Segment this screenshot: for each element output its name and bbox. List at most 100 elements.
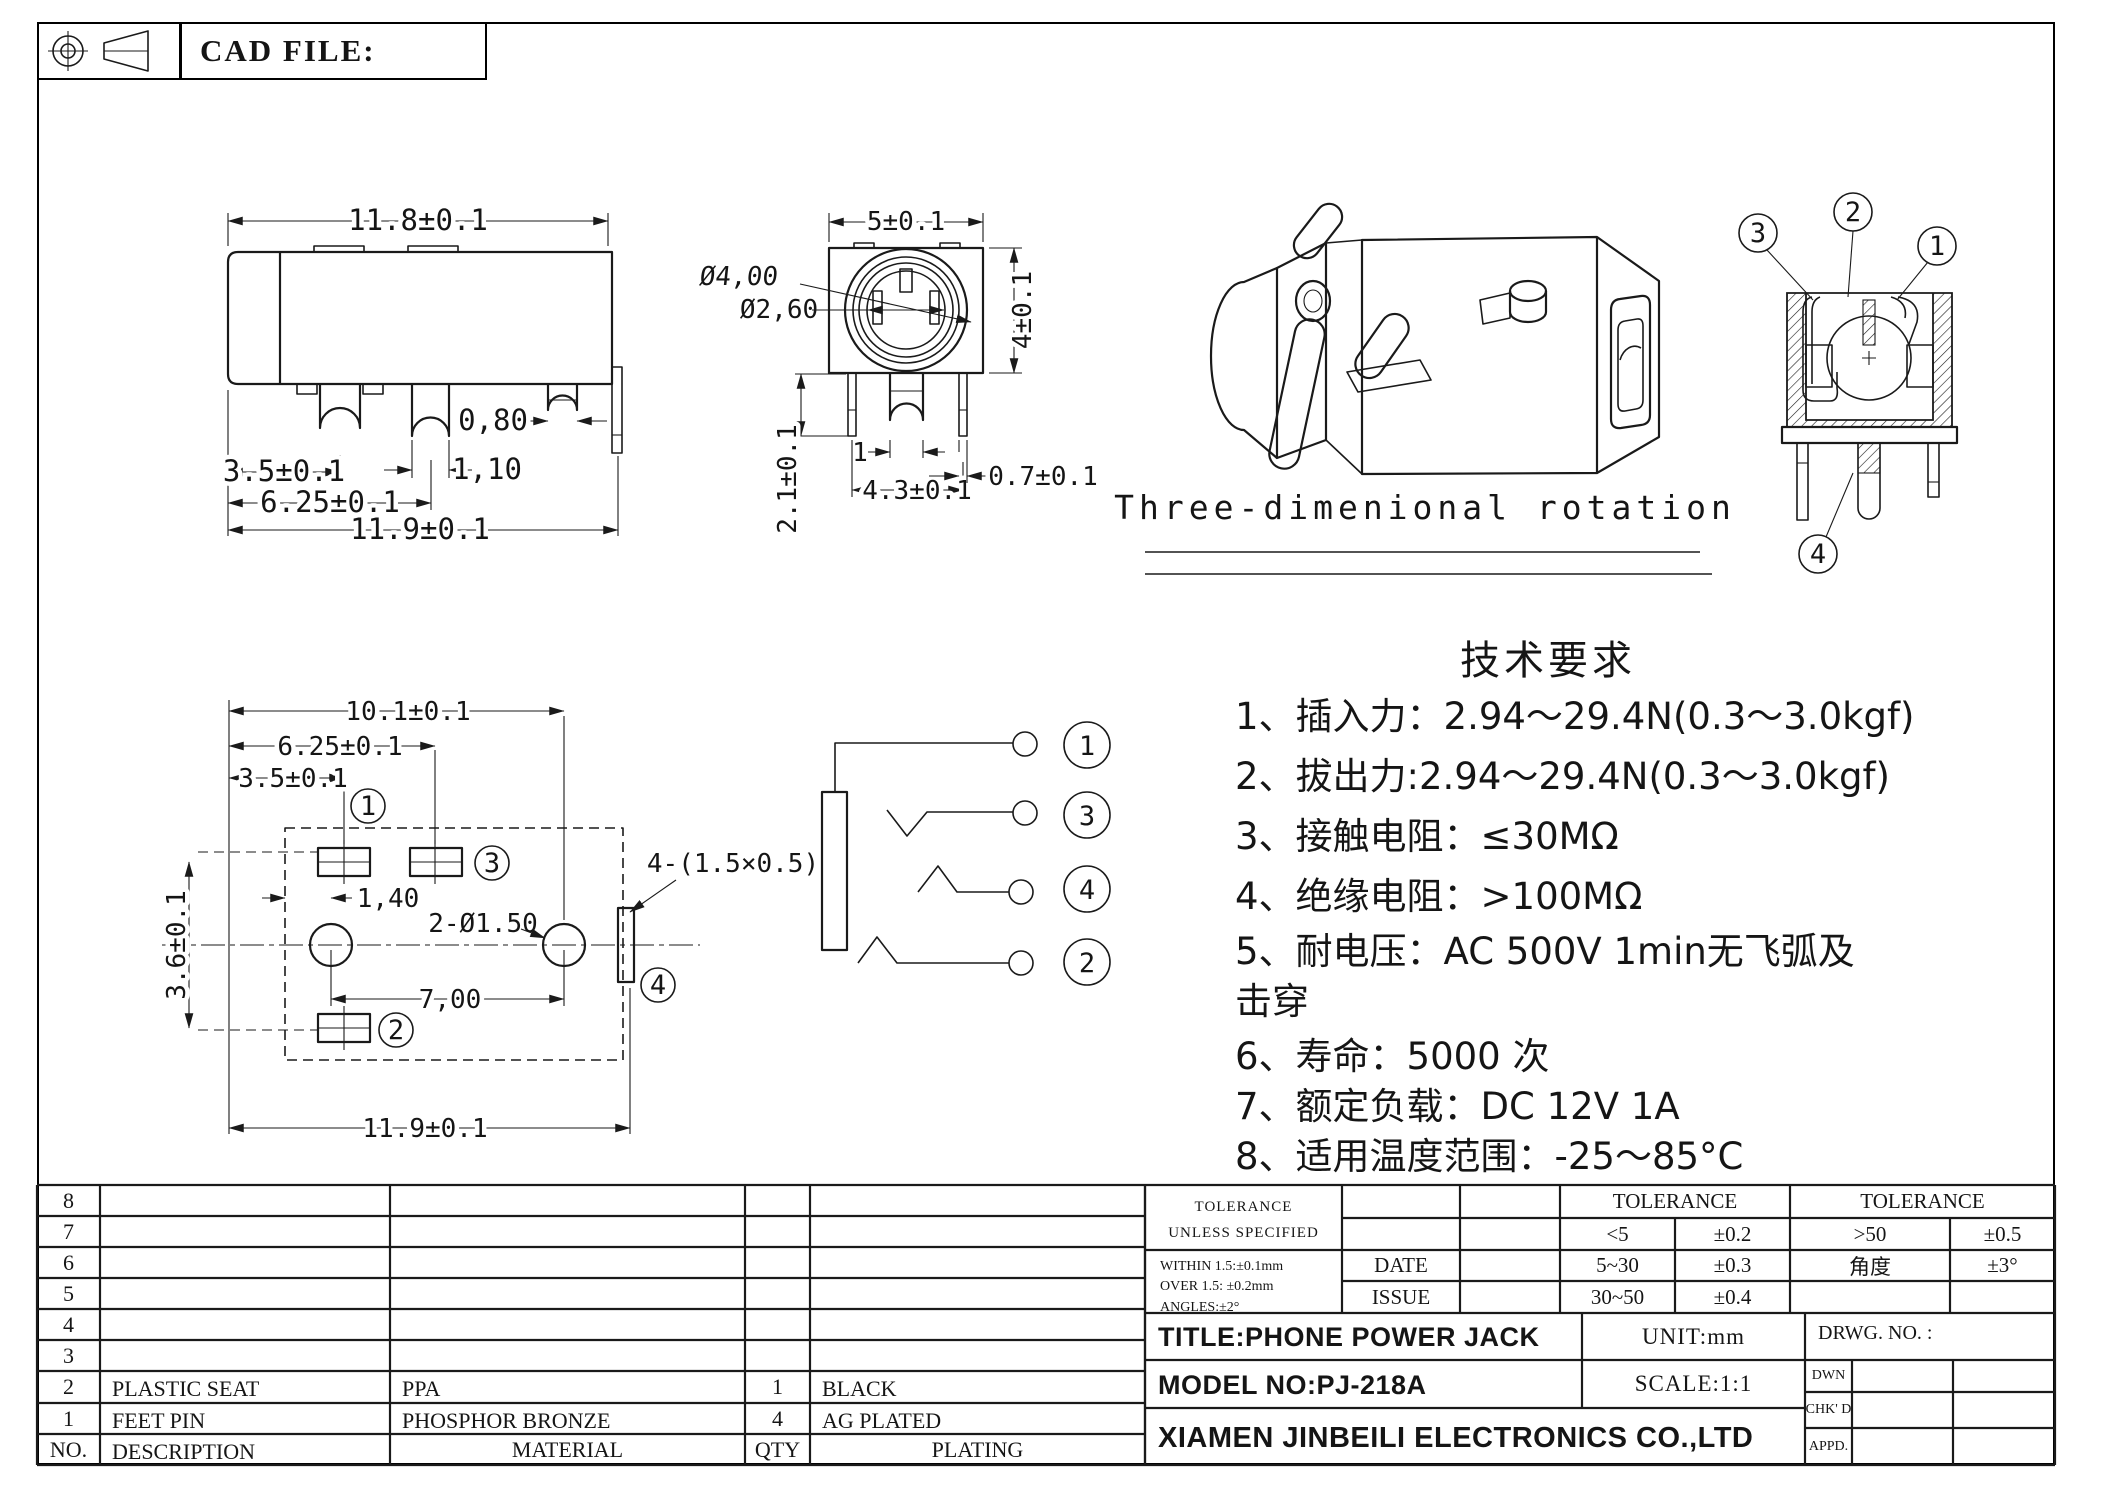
callout-4 (1063, 865, 1111, 913)
note-line: 击穿 (1235, 980, 1309, 1023)
side-slot (616, 906, 636, 984)
dim-label: 3.6±0.1 (162, 890, 192, 1000)
terminal (1012, 731, 1038, 757)
dim-label: 6.25±0.1 (260, 485, 400, 519)
callout-2 (1833, 192, 1873, 232)
dim-label: 6.25±0.1 (277, 732, 402, 762)
callout-2 (1063, 938, 1111, 986)
dim-label: 10.1±0.1 (345, 697, 470, 727)
schematic-view: 1 3 4 2 (820, 721, 1111, 986)
dim-label: 11.8±0.1 (348, 203, 488, 237)
pin (847, 372, 857, 437)
slot-label: 4-(1.5×0.5) (647, 849, 819, 879)
drawing-title: TITLE:PHONE POWER JACK (1158, 1322, 1540, 1352)
pin (1857, 443, 1881, 520)
company-name: XIAMEN JINBEILI ELECTRONICS CO.,LTD (1158, 1422, 1754, 1454)
row-no: 3 (63, 1342, 74, 1368)
dim-label: 3.5±0.1 (238, 764, 348, 794)
part-qty: 1 (772, 1374, 783, 1399)
note-line: 5、耐电压：AC 500V 1min无飞弧及 (1235, 930, 1855, 973)
tolerance-within-line2: OVER 1.5: ±0.2mm (1160, 1279, 1274, 1295)
jack-bar (820, 790, 849, 952)
row-no: 4 (63, 1311, 74, 1337)
scale-label: SCALE:1:1 (1634, 1371, 1753, 1396)
row-no: 1 (63, 1405, 74, 1431)
dim-label: 1,40 (357, 884, 420, 914)
dim-label: Ø2,60 (740, 295, 818, 325)
tol-value: ±0.2 (1713, 1221, 1752, 1246)
jack-body (226, 250, 614, 386)
cad-file-label: CAD FILE: (200, 33, 376, 68)
part-desc: PLASTIC SEAT (112, 1376, 260, 1401)
row-no: 5 (63, 1280, 74, 1306)
dim-label: 1,10 (452, 452, 522, 486)
tol-range: >50 (1853, 1221, 1887, 1246)
callout-2 (378, 1012, 414, 1048)
col-header-desc: DESCRIPTION (112, 1439, 256, 1464)
callout-4-label: 4 (1810, 539, 1826, 570)
dwn-label: DWN (1811, 1368, 1846, 1383)
callout-1-label: 1 (360, 791, 376, 822)
part-plating: AG PLATED (822, 1408, 942, 1433)
date-label: DATE (1374, 1253, 1428, 1277)
dim-label: 2-Ø1.50 (428, 909, 538, 939)
dim-label: 11.9±0.1 (362, 1114, 487, 1144)
dim-label: 2.1±0.1 (773, 424, 803, 534)
note-line: 7、额定负载：DC 12V 1A (1235, 1085, 1680, 1128)
model-no: MODEL NO:PJ-218A (1158, 1370, 1427, 1400)
pin (546, 384, 579, 412)
dim-label: 11.9±0.1 (350, 512, 490, 546)
tol-value: ±0.3 (1713, 1253, 1752, 1277)
iso-pin (1354, 312, 1410, 380)
callout-2-label: 2 (1845, 197, 1861, 228)
callout-1 (1063, 721, 1111, 769)
section-view: 3 2 1 4 (1738, 192, 1959, 574)
dim-label: 0.7±0.1 (988, 462, 1098, 492)
callout-1 (1917, 226, 1957, 266)
note-line: 1、插入力：2.94～29.4N(0.3～3.0kgf) (1235, 695, 1915, 738)
part-material: PPA (402, 1376, 441, 1401)
col-header-no: NO. (49, 1436, 88, 1462)
center-pin-section (1862, 299, 1876, 346)
tol-angle-label: 角度 (1849, 1254, 1891, 1279)
title-block-grid (1143, 1183, 2057, 1467)
tolerance-unless-line1: TOLERANCE (1194, 1199, 1293, 1215)
drwg-no-label: DRWG. NO. : (1818, 1322, 1933, 1344)
tol-range: 30~50 (1590, 1284, 1645, 1309)
tolerance-unless-line2: UNLESS SPECIFIED (1168, 1224, 1319, 1241)
pin (958, 372, 968, 437)
tolerance-within-line3: ANGLES:±2° (1160, 1299, 1240, 1315)
dim-label: 3.5±0.1 (223, 454, 345, 488)
iso-pin (1268, 318, 1326, 470)
cad-file-box (179, 22, 487, 80)
dim-label: 5±0.1 (867, 207, 945, 237)
body-outline-hidden (284, 827, 624, 1061)
tol-angle-value: ±3° (1987, 1253, 2018, 1277)
pin (318, 384, 362, 430)
callout-4 (640, 967, 676, 1003)
note-line: 4、绝缘电阻：>100MΩ (1235, 875, 1643, 918)
tolerance-unless-box: TOLERANCE UNLESS SPECIFIED (1145, 1195, 1342, 1246)
switch-contact (857, 936, 1009, 964)
cone-icon (103, 30, 149, 72)
dim-label: Ø4,00 (698, 262, 779, 292)
projection-symbol-box (37, 22, 182, 80)
callout-2-label: 2 (1079, 948, 1095, 979)
terminal (1012, 800, 1038, 826)
callout-3-label: 3 (1750, 218, 1766, 249)
callout-3 (1738, 213, 1778, 253)
dim-label: 0,80 (458, 403, 528, 437)
part-plating: BLACK (822, 1376, 897, 1401)
bottom-view: 10.1±0.1 6.25±0.1 3.5±0.1 1 3 1,40 2-Ø1.… (158, 693, 824, 1149)
callout-1-label: 1 (1079, 731, 1095, 762)
tol-value: ±0.5 (1983, 1221, 2022, 1246)
center-pin-slot (899, 268, 913, 293)
notes-title: 技术要求 (1460, 638, 1636, 684)
dim-label: 7,00 (419, 985, 482, 1015)
dim-label: 4±0.1 (1008, 271, 1038, 349)
col-header-plating: PLATING (931, 1436, 1024, 1462)
callout-3 (474, 845, 510, 881)
issue-label: ISSUE (1371, 1284, 1431, 1309)
callout-1-label: 1 (1929, 231, 1945, 262)
